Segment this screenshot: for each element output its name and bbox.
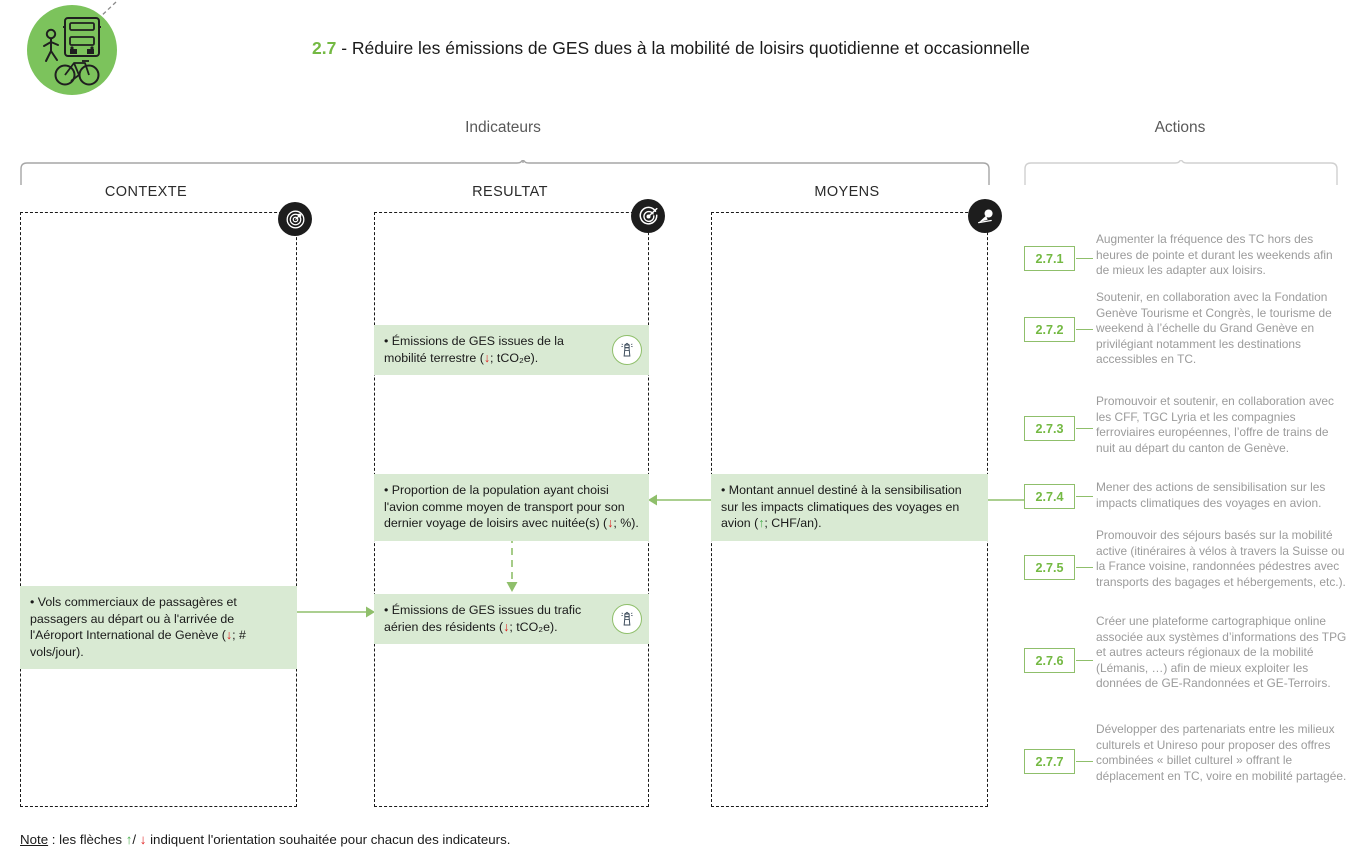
- page-header: 2.7 - Réduire les émissions de GES dues …: [0, 0, 1359, 105]
- group-label-actions: Actions: [1154, 119, 1206, 136]
- indicator-text-after: ; %).: [613, 516, 639, 531]
- indicator-text-before: • Montant annuel destiné à la sensibilis…: [721, 483, 962, 531]
- connector-resultat2-to-resultat3: [506, 524, 518, 592]
- column-panel-contexte: [20, 212, 297, 807]
- lighthouse-icon: [612, 335, 642, 366]
- column-title-contexte: CONTEXTE: [104, 184, 188, 200]
- lighthouse-icon: [612, 604, 642, 635]
- indicator-text-before: • Émissions de GES issues de la mobilité…: [384, 334, 564, 365]
- indicator-text: • Vols commerciaux de passagères et pass…: [30, 594, 287, 660]
- footer-note-slash: /: [132, 832, 140, 847]
- indicator-box: • Émissions de GES issues de la mobilité…: [374, 325, 649, 376]
- indicator-text: • Montant annuel destiné à la sensibilis…: [721, 482, 978, 532]
- action-description: Mener des actions de sensibilisation sur…: [1096, 480, 1326, 510]
- bus-pedestrian-bicycle-icon: [27, 5, 117, 95]
- bullseye-target-icon: [631, 199, 665, 233]
- indicator-box: • Proportion de la population ayant choi…: [374, 474, 649, 541]
- column-title-moyens: MOYENS: [814, 184, 880, 200]
- action-connector-dash: [1076, 258, 1093, 260]
- action-code-badge[interactable]: 2.7.2: [1024, 317, 1075, 342]
- indicator-box: • Émissions de GES issues du trafic aéri…: [374, 594, 649, 645]
- action-description: Augmenter la fréquence des TC hors des h…: [1096, 232, 1333, 278]
- action-description: Développer des partenariats entre les mi…: [1096, 722, 1347, 783]
- action-description: Créer une plateforme cartographique onli…: [1096, 614, 1347, 691]
- action-connector-dash: [1076, 567, 1093, 569]
- connector-moyens-to-action-274: [987, 499, 1025, 501]
- indicator-box: • Montant annuel destiné à la sensibilis…: [711, 474, 988, 541]
- action-description: Promouvoir des séjours basés sur la mobi…: [1096, 528, 1346, 589]
- action-description: Soutenir, en collaboration avec la Fonda…: [1096, 290, 1332, 367]
- indicateurs-bracket: [20, 160, 990, 185]
- footer-note-part1: : les flèches: [48, 832, 126, 847]
- indicator-text-after: ; CHF/an).: [764, 516, 822, 531]
- page-title: 2.7 - Réduire les émissions de GES dues …: [312, 38, 1030, 59]
- megaphone-icon: [968, 199, 1002, 233]
- arrow-up-icon: ↑: [125, 832, 133, 847]
- arrow-down-icon: ↓: [483, 350, 491, 365]
- indicator-text-before: • Émissions de GES issues du trafic aéri…: [384, 603, 582, 634]
- action-connector-dash: [1076, 496, 1093, 498]
- action-code-badge[interactable]: 2.7.1: [1024, 246, 1075, 271]
- indicator-text-after: ; # vols/jour).: [30, 628, 246, 659]
- indicator-text: • Émissions de GES issues du trafic aéri…: [384, 602, 639, 635]
- indicator-text-before: • Vols commerciaux de passagères et pass…: [30, 595, 237, 643]
- action-code-badge[interactable]: 2.7.6: [1024, 648, 1075, 673]
- connector-contexte-to-resultat: [296, 606, 375, 618]
- arrow-down-icon: ↓: [607, 516, 614, 531]
- arrow-down-icon: ↓: [503, 619, 510, 634]
- connector-moyens-to-resultat: [648, 494, 712, 506]
- column-title-resultat: RESULTAT: [472, 184, 548, 200]
- arrow-up-icon: ↑: [758, 516, 765, 531]
- indicator-text-after: ; tCO₂e).: [490, 350, 539, 365]
- arrow-down-icon: ↓: [225, 628, 233, 643]
- page-title-separator: -: [336, 38, 352, 58]
- actions-bracket: [1024, 160, 1338, 185]
- indicator-text-after: ; tCO₂e).: [509, 619, 558, 634]
- action-connector-dash: [1076, 329, 1093, 331]
- action-code-badge[interactable]: 2.7.4: [1024, 484, 1075, 509]
- action-code-badge[interactable]: 2.7.5: [1024, 555, 1075, 580]
- page-title-number: 2.7: [312, 38, 337, 58]
- indicator-text: • Proportion de la population ayant choi…: [384, 482, 639, 532]
- action-connector-dash: [1076, 761, 1093, 763]
- radar-target-icon: [278, 202, 312, 236]
- indicator-text-before: • Proportion de la population ayant choi…: [384, 483, 625, 531]
- action-code-badge[interactable]: 2.7.3: [1024, 416, 1075, 441]
- action-connector-dash: [1076, 428, 1093, 430]
- action-code-badge[interactable]: 2.7.7: [1024, 749, 1075, 774]
- group-label-indicateurs: Indicateurs: [465, 119, 541, 136]
- footer-note: Note : les flèches ↑/ ↓ indiquent l'orie…: [20, 832, 510, 847]
- footer-note-part2: indiquent l'orientation souhaitée pour c…: [146, 832, 511, 847]
- indicator-text: • Émissions de GES issues de la mobilité…: [384, 333, 639, 366]
- arrow-down-icon: ↓: [139, 832, 147, 847]
- action-connector-dash: [1076, 660, 1093, 662]
- indicator-box: • Vols commerciaux de passagères et pass…: [20, 586, 297, 670]
- footer-note-label: Note: [20, 832, 49, 847]
- page-title-text: Réduire les émissions de GES dues à la m…: [351, 38, 1030, 58]
- action-description: Promouvoir et soutenir, en collaboration…: [1096, 394, 1334, 455]
